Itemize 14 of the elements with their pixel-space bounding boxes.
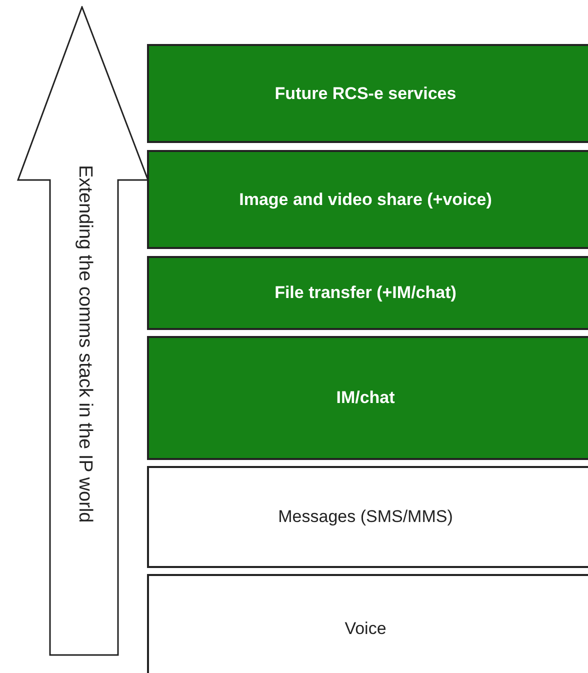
layer-box (147, 256, 588, 330)
up-arrow (16, 6, 150, 656)
layer-label: IM/chat (336, 387, 396, 410)
layer-label: Messages (SMS/MMS) (278, 506, 454, 528)
layer-box (147, 336, 588, 460)
layer-label: Future RCS-e services (274, 82, 458, 105)
arrow-label: Extending the comms stack in the IP world (73, 164, 96, 522)
layer-box (147, 44, 588, 143)
layer-label: File transfer (+IM/chat) (274, 282, 458, 304)
layer-label: Voice (344, 618, 388, 640)
layer-box (147, 150, 588, 249)
layer-box (147, 574, 588, 673)
layer-box (147, 466, 588, 568)
layer-label: Image and video share (+voice) (239, 188, 493, 211)
